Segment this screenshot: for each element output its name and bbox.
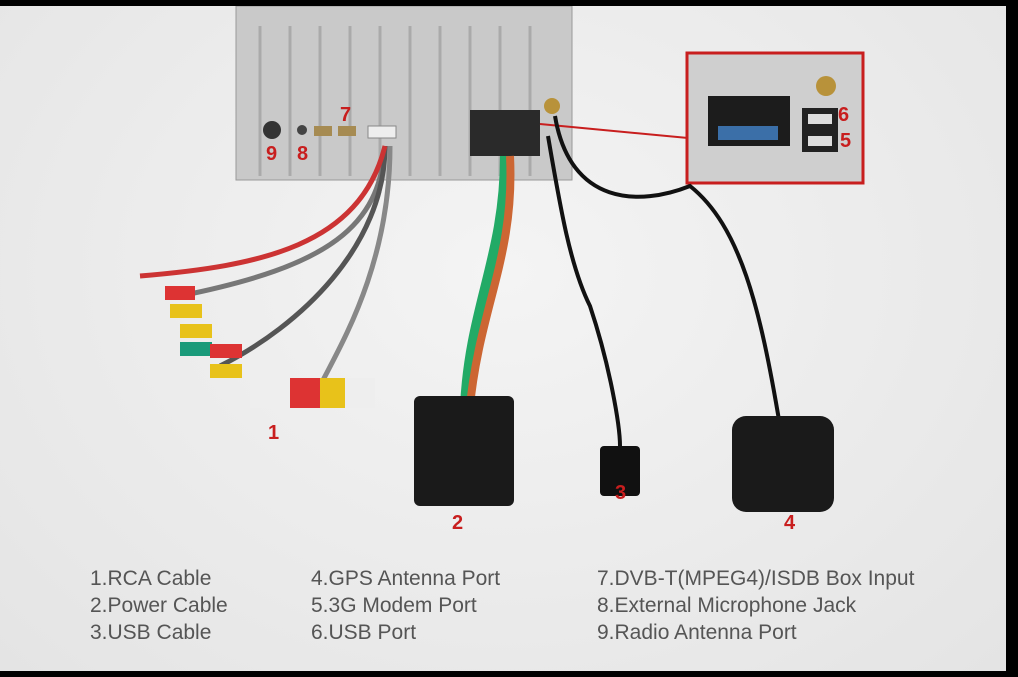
radio-antenna-port: [263, 121, 281, 139]
product-photo: 6 5 7 8 9 1 2 3 4 1.RCA Cable 2.Power Ca…: [0, 6, 1006, 671]
legend-item: 7.DVB-T(MPEG4)/ISDB Box Input: [597, 567, 915, 590]
callout-6: 6: [838, 104, 850, 126]
callout-5: 5: [840, 130, 852, 152]
power-connector: [414, 396, 514, 506]
legend-column-3: 7.DVB-T(MPEG4)/ISDB Box Input 8.External…: [597, 565, 914, 646]
legend-item: 3.USB Cable: [90, 621, 212, 644]
microphone-jack: [297, 125, 307, 135]
legend-column-1: 1.RCA Cable 2.Power Cable 3.USB Cable: [90, 565, 228, 646]
callout-9: 9: [266, 143, 278, 165]
cables: [139, 115, 782, 447]
inset-pointer-line: [539, 123, 689, 139]
legend-item: 5.3G Modem Port: [311, 594, 477, 617]
callout-7: 7: [340, 104, 352, 126]
rca-harness-socket: [367, 125, 397, 139]
legend-item: 4.GPS Antenna Port: [311, 567, 501, 590]
dvb-input-port: [338, 126, 356, 136]
legend-item: 2.Power Cable: [90, 594, 228, 617]
legend-item: 9.Radio Antenna Port: [597, 621, 797, 644]
legend-column-2: 4.GPS Antenna Port 5.3G Modem Port 6.USB…: [311, 565, 500, 646]
gps-antenna-port: [544, 98, 560, 114]
usb-connector: [600, 446, 640, 496]
callout-2: 2: [452, 512, 464, 534]
callout-4: 4: [784, 512, 796, 534]
legend-item: 1.RCA Cable: [90, 567, 212, 590]
3g-modem-port: [808, 136, 832, 146]
callout-3: 3: [615, 482, 627, 504]
gps-antenna: [732, 416, 834, 512]
legend-item: 6.USB Port: [311, 621, 417, 644]
dvb-input-port: [314, 126, 332, 136]
legend-item: 8.External Microphone Jack: [597, 594, 857, 617]
usb-port: [808, 114, 832, 124]
inset-harness-socket-blue: [718, 126, 778, 140]
callout-8: 8: [297, 143, 309, 165]
rca-plugs: [165, 286, 375, 408]
main-harness-socket: [470, 110, 540, 156]
callout-1: 1: [268, 422, 280, 444]
head-unit-illustration: [139, 6, 865, 512]
inset-gps-port: [816, 76, 836, 96]
